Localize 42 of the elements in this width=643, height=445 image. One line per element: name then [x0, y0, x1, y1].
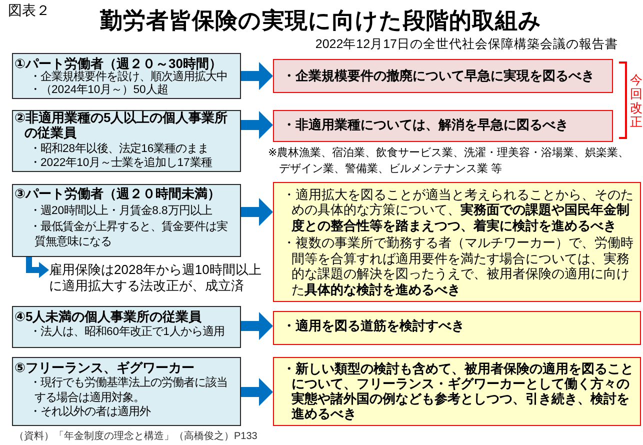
bullet-item: ・（2024年10月～）50人超 [30, 84, 168, 98]
subtitle: 2022年12月17日の全世代社会保障構築会議の報告書 [315, 36, 618, 53]
category-heading: ③パート労働者（週２０時間未満） [14, 186, 221, 201]
category-heading: ⑤フリーランス、ギグワーカー [14, 360, 195, 375]
block-arrow [241, 111, 273, 139]
recommendation-box [273, 182, 641, 302]
category-box [12, 357, 241, 426]
recommendation-text: ・適用拡大を図ることが適当と考えられることから、そのための具体的な方策について、実務面での課題や国民年金制度との整合性等を踏まえつつ、着実に検討を進めるべき [282, 186, 634, 233]
recommendation-text: ・企業規模要件の撤廃について早急に実現を図るべき [282, 68, 594, 84]
bullet-item: ・週20時間以上・月賃金8.8万円以上 [30, 204, 212, 219]
recommendation-box [273, 311, 641, 345]
block-arrow [241, 198, 273, 226]
elbow-arrow [26, 257, 49, 278]
category-box [12, 184, 241, 257]
bullet-item: ・2022年10月～士業を追加し17業種 [30, 156, 212, 170]
block-arrow [241, 378, 273, 406]
vertical-label: 今回改正 [630, 73, 643, 129]
bullet-item: ・それ以外の者は適用外 [30, 405, 150, 420]
bullet-item: ・最低賃金が上昇すると、賃金要件は実質無意味になる [30, 220, 228, 250]
block-arrow [241, 312, 273, 340]
recommendation-box [273, 110, 613, 142]
category-heading: ①パート労働者（週２０～30時間） [14, 56, 222, 70]
category-heading: ④5人未満の個人事業所の従業員 [14, 308, 202, 324]
title: 勤労者皆保険の実現に向けた段階的取組み [100, 7, 542, 35]
figure-number: 図表２ [8, 2, 50, 20]
note-text: 雇用保険は2028年から週10時間以上に適用拡大する法改正が、成立済 [49, 262, 267, 293]
bullet-item: ・昭和28年以後、法定16業種のまま [30, 142, 209, 156]
footnote-text: ※農林漁業、宿泊業、飲食サービス業、洗濯・理美容・浴場業、娯楽業、デザイン業、警備業、ビルメンテナンス業 等 [268, 146, 630, 177]
recommendation-text: ・新しい類型の検討も含めて、被用者保険の適用を図ることについて、フリーランス・ギグワーカーとして働く方々の実態や諸外国の例なども参考としつつ、引き続き、検討を進めるべき [282, 360, 634, 422]
block-arrow [241, 62, 273, 90]
source-caption: （資料）「年金制度の理念と構造」（高橋俊之）P133 [14, 430, 258, 443]
bullet-item: ・法人は、昭和60年改正で1人から適用 [30, 324, 224, 340]
bullet-item: ・企業規模要件を設け、順次適用拡大中 [30, 70, 228, 84]
recommendation-text: ・非適用業種については、解消を早急に図るべき [282, 116, 568, 132]
category-box [12, 53, 241, 99]
recommendation-box [273, 59, 613, 93]
bullet-item: ・現行でも労働基準法上の労働者に該当する場合は適用対象。 [30, 376, 228, 405]
category-box [12, 110, 241, 172]
category-heading: ②非適用業種の5人以上の個人事業所の従業員 [14, 111, 229, 140]
category-box [12, 306, 241, 348]
recommendation-text: ・適用を図る道筋を検討すべき [282, 318, 464, 334]
recommendation-text: ・複数の事業所で勤務する者（マルチワーカー）で、労働時間等を合算すれば適用要件を満たす場合については、実務的な課題の解決を図ったうえで、被用者保険の適用に向けた具体的な検討を進めるべき [282, 235, 634, 297]
